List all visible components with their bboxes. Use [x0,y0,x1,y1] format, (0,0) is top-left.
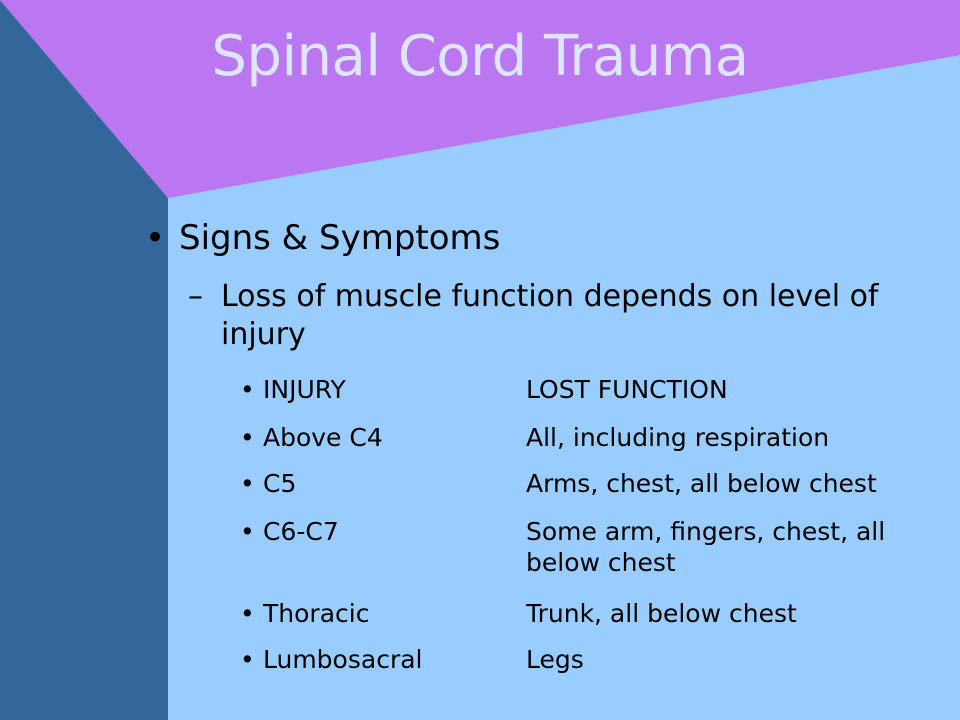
bullet-level1-text: Signs & Symptoms [179,218,501,258]
bullet-dot: • [240,469,255,498]
bullet-dot: • [240,517,255,546]
function-cell: Arms, chest, all below chest [526,469,877,498]
bullet-dot: • [145,218,166,258]
function-cell: Legs [526,645,584,674]
dash-marker: – [188,279,203,314]
function-cell: Trunk, all below chest [526,599,797,628]
function-cell: LOST FUNCTION [526,375,728,404]
bullet-dot: • [240,645,255,674]
bullet-level2-text: Loss of muscle function depends on level… [221,279,879,352]
left-band [0,0,168,720]
bullet-dot: • [240,599,255,628]
function-cell: All, including respiration [526,423,830,452]
injury-cell: INJURY [263,375,346,404]
injury-cell: Above C4 [263,423,383,452]
injury-cell: C5 [263,469,297,498]
injury-cell: Thoracic [263,599,370,628]
bullet-dot: • [240,423,255,452]
injury-cell: C6-C7 [263,517,339,546]
top-band [0,0,960,198]
slide-title: Spinal Cord Trauma [211,24,749,89]
injury-cell: Lumbosacral [263,645,423,674]
function-cell: Some arm, fingers, chest, all below ches… [526,517,886,577]
bullet-dot: • [240,375,255,404]
